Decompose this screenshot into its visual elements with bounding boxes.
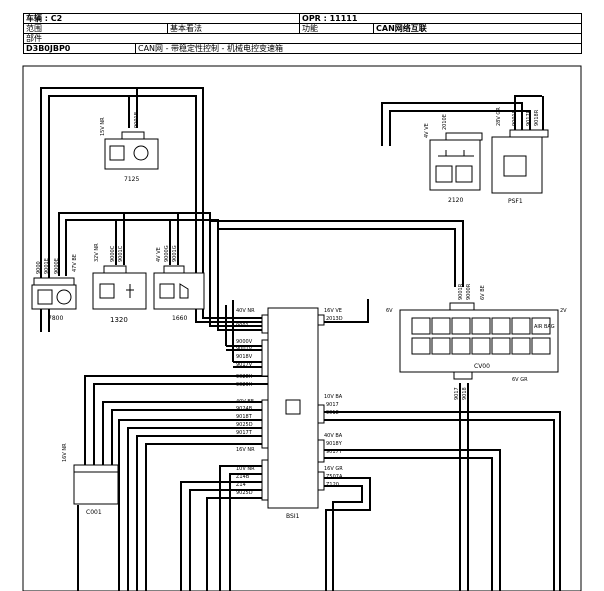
label-1320: 1320 [110, 316, 128, 324]
label-2120: 2120 [448, 197, 463, 204]
wire-9000e: 9000E [54, 258, 60, 274]
wire-9017z: 9017 [454, 387, 460, 400]
title-block: 车辆 : C2 OPR : 11111 范围 基本看法 功能 CAN网络互联 部… [22, 13, 583, 54]
component-c001: C001 [73, 464, 119, 516]
component-7125: 7125 [104, 131, 159, 183]
conn-bsi-i: 2V [560, 308, 567, 314]
wire-9001r: 9001R [458, 283, 464, 300]
conn-cv00-left: 6V [386, 308, 393, 314]
wire-2010e: 2010E [442, 114, 448, 130]
wire-9025d-2: 9025D [236, 490, 253, 496]
wire-9028x: 9028X [236, 374, 253, 380]
component-cv00: AIR BAG CV00 [399, 302, 559, 380]
conn-bsi-f: 16V NR [236, 447, 255, 453]
wire-9017y: 9017Y [326, 449, 343, 455]
wire-z507a: Z507A [326, 474, 343, 480]
label-bsi1: BSI1 [286, 513, 300, 520]
conn-7125: 15V NR [100, 117, 106, 136]
wire-9024b: 9024B [236, 406, 253, 412]
wire-9018v: 9018V [236, 354, 253, 360]
conn-bsi-d: 10V BA [324, 394, 343, 400]
conn-bsi-g: 10V NR [236, 466, 255, 472]
wire-9017t: 9017T [236, 430, 253, 436]
wire-9000c: 9000C [110, 245, 116, 262]
wire-9017r: 9017R [526, 109, 532, 126]
component-1320: 1320 [92, 265, 147, 324]
label-c001: C001 [86, 509, 102, 516]
cv00-airbag-icon: AIR BAG [534, 324, 555, 330]
component-1660: 1660 [153, 265, 205, 322]
wire-9000v: 9000V [236, 339, 253, 345]
component-psf1: PSF1 [491, 129, 549, 205]
component-bsi1: BSI1 [261, 307, 325, 520]
wire-9001g: 9001G [172, 245, 178, 262]
label-7800: 7800 [48, 315, 63, 322]
wire-z120: Z120 [326, 482, 339, 488]
wire-9001c: 9001C [118, 245, 124, 262]
conn-bsi-b: 16V VE [324, 308, 342, 314]
wire-bundle [40, 87, 561, 591]
wire-9001: 9001 [236, 323, 249, 329]
wire-9001e: 9001E [44, 258, 50, 274]
wire-9017: 9017 [326, 402, 339, 408]
wire-9001rr: 9001R [512, 109, 518, 126]
conn-bsi-c: 40V BE [236, 399, 254, 405]
wire-9018t: 9018T [236, 414, 253, 420]
wire-9001v: 9001V [236, 346, 253, 352]
wire-z14: Z14 [236, 482, 246, 488]
wire-z14b: Z14B [236, 474, 250, 480]
diagram-title-cell: CAN网 - 带稳定性控制 - 机械电控变速箱 [134, 43, 583, 54]
conn-bsi-e: 40V BA [324, 433, 343, 439]
conn-7800: 47V BE [72, 254, 78, 272]
conn-1660: 4V VE [156, 247, 162, 262]
conn-bsi-a: 40V NR [236, 308, 255, 314]
conn-2120: 4V VE [424, 123, 430, 138]
component-2120: 2120 [429, 132, 483, 204]
wire-2013d: 2013D [326, 316, 343, 322]
wire-9018z: 9018 [462, 387, 468, 400]
wire-9029x: 9029X [236, 382, 253, 388]
conn-c001: 16V NR [62, 443, 68, 462]
wire-9018r: 9018R [534, 109, 540, 126]
label-1660: 1660 [172, 315, 187, 322]
wire-9001b: 9001B [134, 111, 140, 128]
wire-9000a: 9000 [36, 261, 42, 274]
wire-9018y: 9018Y [326, 441, 343, 447]
component-7800: 7800 [31, 277, 77, 322]
label-7125: 7125 [124, 176, 139, 183]
wire-9000r: 9000R [466, 283, 472, 300]
conn-bsi-h: 16V GR [324, 466, 343, 472]
conn-cv00-bot: 6V GR [512, 377, 528, 383]
conn-1320: 32V NR [94, 243, 100, 262]
label-cv00: CV00 [474, 363, 490, 370]
diagram-frame [22, 65, 582, 591]
wire-9017v: 9017V [236, 362, 253, 368]
wire-9018: 9018 [326, 410, 339, 416]
label-psf1: PSF1 [508, 198, 523, 205]
wire-9025d: 9025D [236, 422, 253, 428]
conn-psf1: 28V GR [496, 107, 502, 126]
conn-cv00-top: 6V BE [480, 285, 486, 300]
wire-9000g: 9000G [164, 245, 170, 262]
